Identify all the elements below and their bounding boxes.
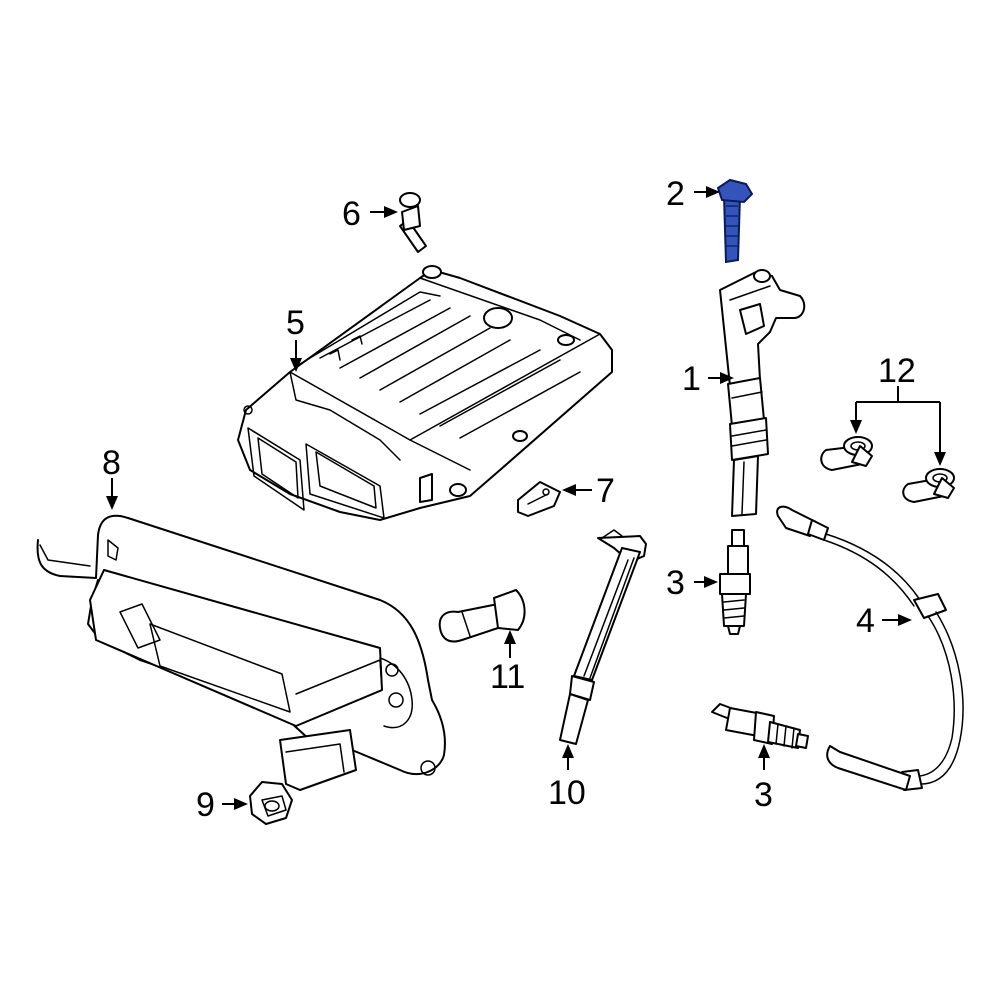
callout-8: 8 <box>102 444 121 482</box>
callout-1: 1 <box>682 360 701 398</box>
part-3-spark-plug-lower[interactable] <box>711 703 809 749</box>
callout-3-lower: 3 <box>754 776 773 814</box>
part-9-nut[interactable] <box>249 781 293 825</box>
callout-2: 2 <box>666 175 685 213</box>
part-4-lead[interactable] <box>776 505 964 791</box>
part-10-lead[interactable] <box>559 529 647 745</box>
leader-lines <box>106 186 946 810</box>
part-1-ignition-coil[interactable] <box>719 269 806 517</box>
part-2-bolt[interactable] <box>716 178 754 264</box>
callout-3-upper: 3 <box>666 564 685 602</box>
callout-11: 11 <box>490 658 525 696</box>
part-5-control-module[interactable] <box>237 265 613 521</box>
callout-6: 6 <box>342 195 361 233</box>
callout-labels: 1 2 3 3 4 5 6 7 8 9 10 11 12 <box>102 175 916 824</box>
part-12-clamps[interactable] <box>820 436 955 503</box>
callout-7: 7 <box>596 472 615 510</box>
callout-9: 9 <box>196 786 215 824</box>
part-6-bolt[interactable] <box>399 192 427 253</box>
callout-5: 5 <box>286 304 305 342</box>
part-7-clip[interactable] <box>517 481 561 517</box>
callout-10: 10 <box>548 774 586 812</box>
callout-4: 4 <box>856 602 875 640</box>
part-8-bracket[interactable] <box>36 514 446 791</box>
callout-12: 12 <box>878 352 916 390</box>
part-11-boot[interactable] <box>438 589 526 643</box>
part-3-spark-plug-upper[interactable] <box>719 529 751 635</box>
